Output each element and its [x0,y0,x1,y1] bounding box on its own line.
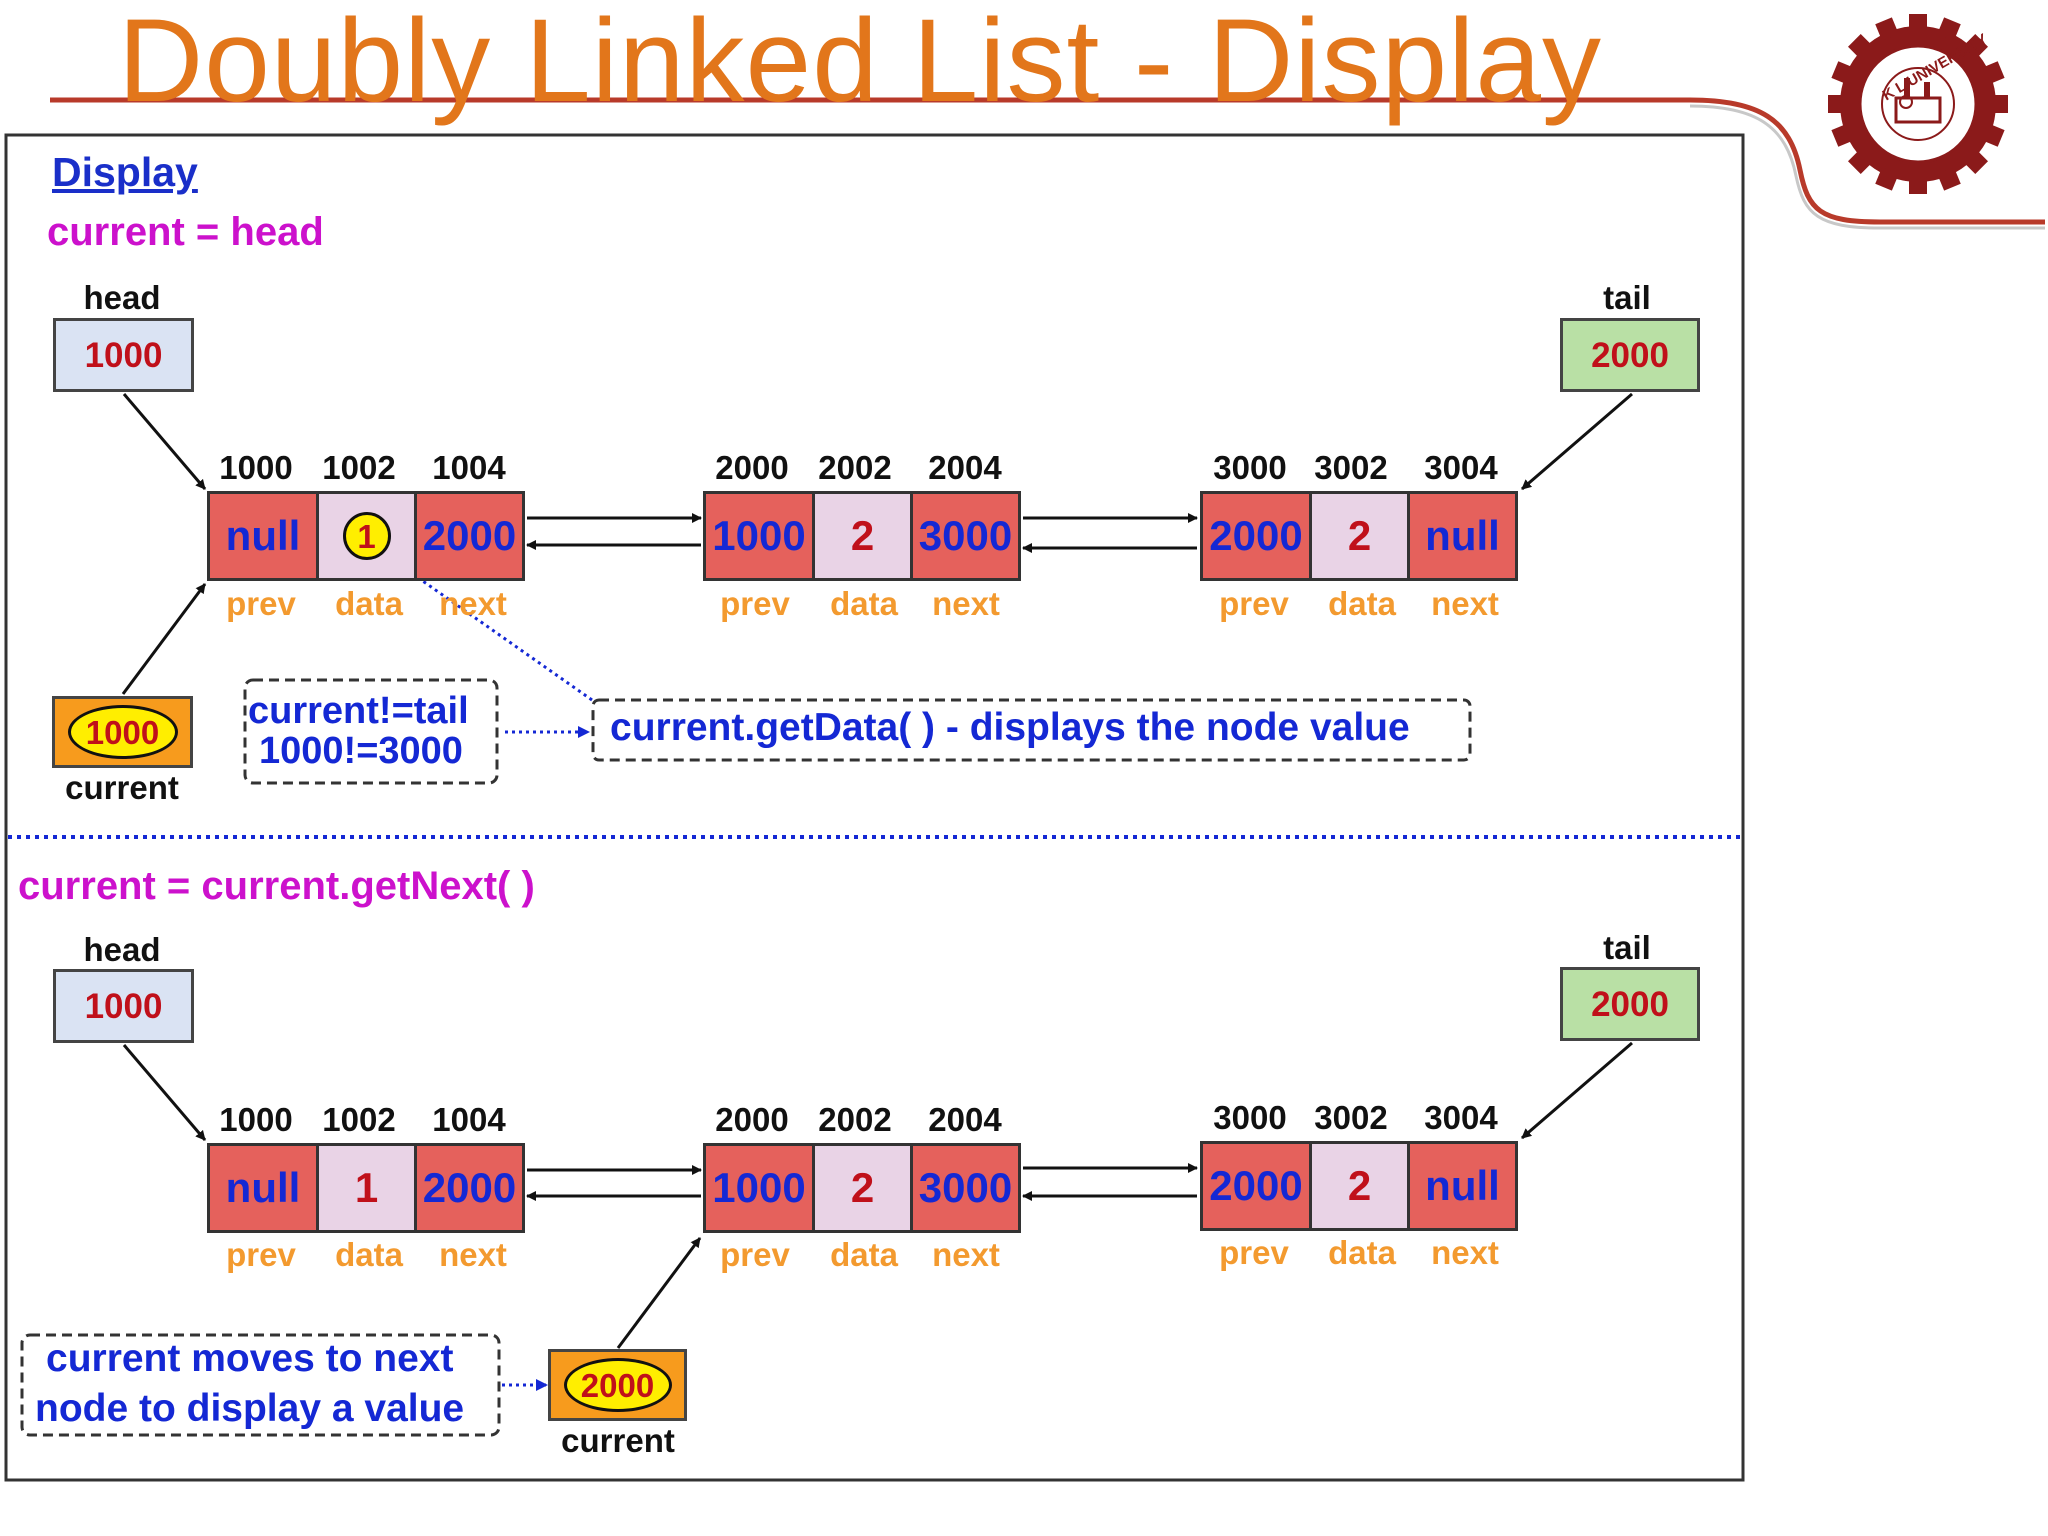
field-label: data [1328,585,1396,622]
field-label: next [1431,585,1499,622]
field-label: next [932,1236,1000,1273]
list-node: 1000 2 3000 [703,491,1023,581]
prev-cell: 1000 [703,1143,815,1233]
prev-cell: null [207,1143,319,1233]
prev-cell: 1000 [703,491,815,581]
section-heading: Display [52,149,198,195]
current-label: current [65,769,179,806]
field-label: data [830,585,898,622]
head-label: head [83,279,161,316]
address: 1002 [322,1101,396,1138]
field-label: prev [226,1236,296,1273]
tail-label: tail [1603,279,1651,316]
data-cell: 2 [812,1143,913,1233]
next-cell: null [1407,1141,1518,1231]
address: 2004 [928,1101,1002,1138]
getdata-note: current.getData( ) - displays the node v… [610,706,1410,749]
field-label: data [335,1236,403,1273]
next-cell: 3000 [910,491,1021,581]
prev-cell: 2000 [1200,1141,1312,1231]
current-box: 2000 [548,1349,687,1421]
step-label-bottom: current = current.getNext( ) [18,864,535,908]
next-cell: 2000 [414,1143,525,1233]
move-note-line1: current moves to next [46,1337,454,1380]
address: 1000 [219,449,293,486]
condition-text: current!=tail [248,690,469,732]
list-node: null 1 2000 [207,491,527,581]
gear-seal-icon [1828,14,2008,194]
current-oval: 1000 [67,705,178,759]
field-label: prev [720,585,790,622]
current-label: current [561,1422,675,1459]
condition-values: 1000!=3000 [259,730,463,772]
prev-cell: null [207,491,319,581]
field-label: prev [1219,1234,1289,1271]
address: 3000 [1213,449,1287,486]
list-node: 2000 2 null [1200,1141,1520,1231]
field-label: next [932,585,1000,622]
content-frame [4,133,1745,1482]
data-cell: 2 [812,491,913,581]
title-swoosh [50,97,2045,225]
address: 3000 [1213,1099,1287,1136]
field-label: prev [226,585,296,622]
university-logo: K L UNIVERSITY [1828,14,2008,194]
data-cell: 2 [1309,491,1410,581]
head-box: 1000 [53,318,194,392]
address: 3004 [1424,1099,1498,1136]
address: 2004 [928,449,1002,486]
address: 3004 [1424,449,1498,486]
step-label-top: current = head [47,210,324,254]
address: 2002 [818,1101,892,1138]
address: 3002 [1314,449,1388,486]
list-node: null 1 2000 [207,1143,527,1233]
next-cell: 3000 [910,1143,1021,1233]
next-cell: 2000 [414,491,525,581]
field-label: data [830,1236,898,1273]
address: 1004 [432,449,506,486]
address: 3002 [1314,1099,1388,1136]
field-label: data [1328,1234,1396,1271]
prev-cell: 2000 [1200,491,1312,581]
move-note-line2: node to display a value [35,1387,465,1430]
current-box: 1000 [52,696,193,768]
address: 2000 [715,449,789,486]
field-label: next [439,1236,507,1273]
field-label: prev [720,1236,790,1273]
data-cell: 2 [1309,1141,1410,1231]
list-node: 2000 2 null [1200,491,1520,581]
head-box: 1000 [53,969,194,1043]
head-label: head [83,931,161,968]
address: 2000 [715,1101,789,1138]
tail-label: tail [1603,929,1651,966]
address: 2002 [818,449,892,486]
field-label: prev [1219,585,1289,622]
tail-box: 2000 [1560,318,1700,392]
highlight-oval: 1 [342,512,391,560]
tail-box: 2000 [1560,967,1700,1041]
list-node: 1000 2 3000 [703,1143,1023,1233]
field-label: data [335,585,403,622]
field-label: next [439,585,507,622]
address: 1002 [322,449,396,486]
page-title: Doubly Linked List - Display [118,0,1602,127]
field-label: next [1431,1234,1499,1271]
next-cell: null [1407,491,1518,581]
address: 1004 [432,1101,506,1138]
data-cell: 1 [316,491,417,581]
address: 1000 [219,1101,293,1138]
current-oval: 2000 [563,1358,672,1412]
data-cell: 1 [316,1143,417,1233]
